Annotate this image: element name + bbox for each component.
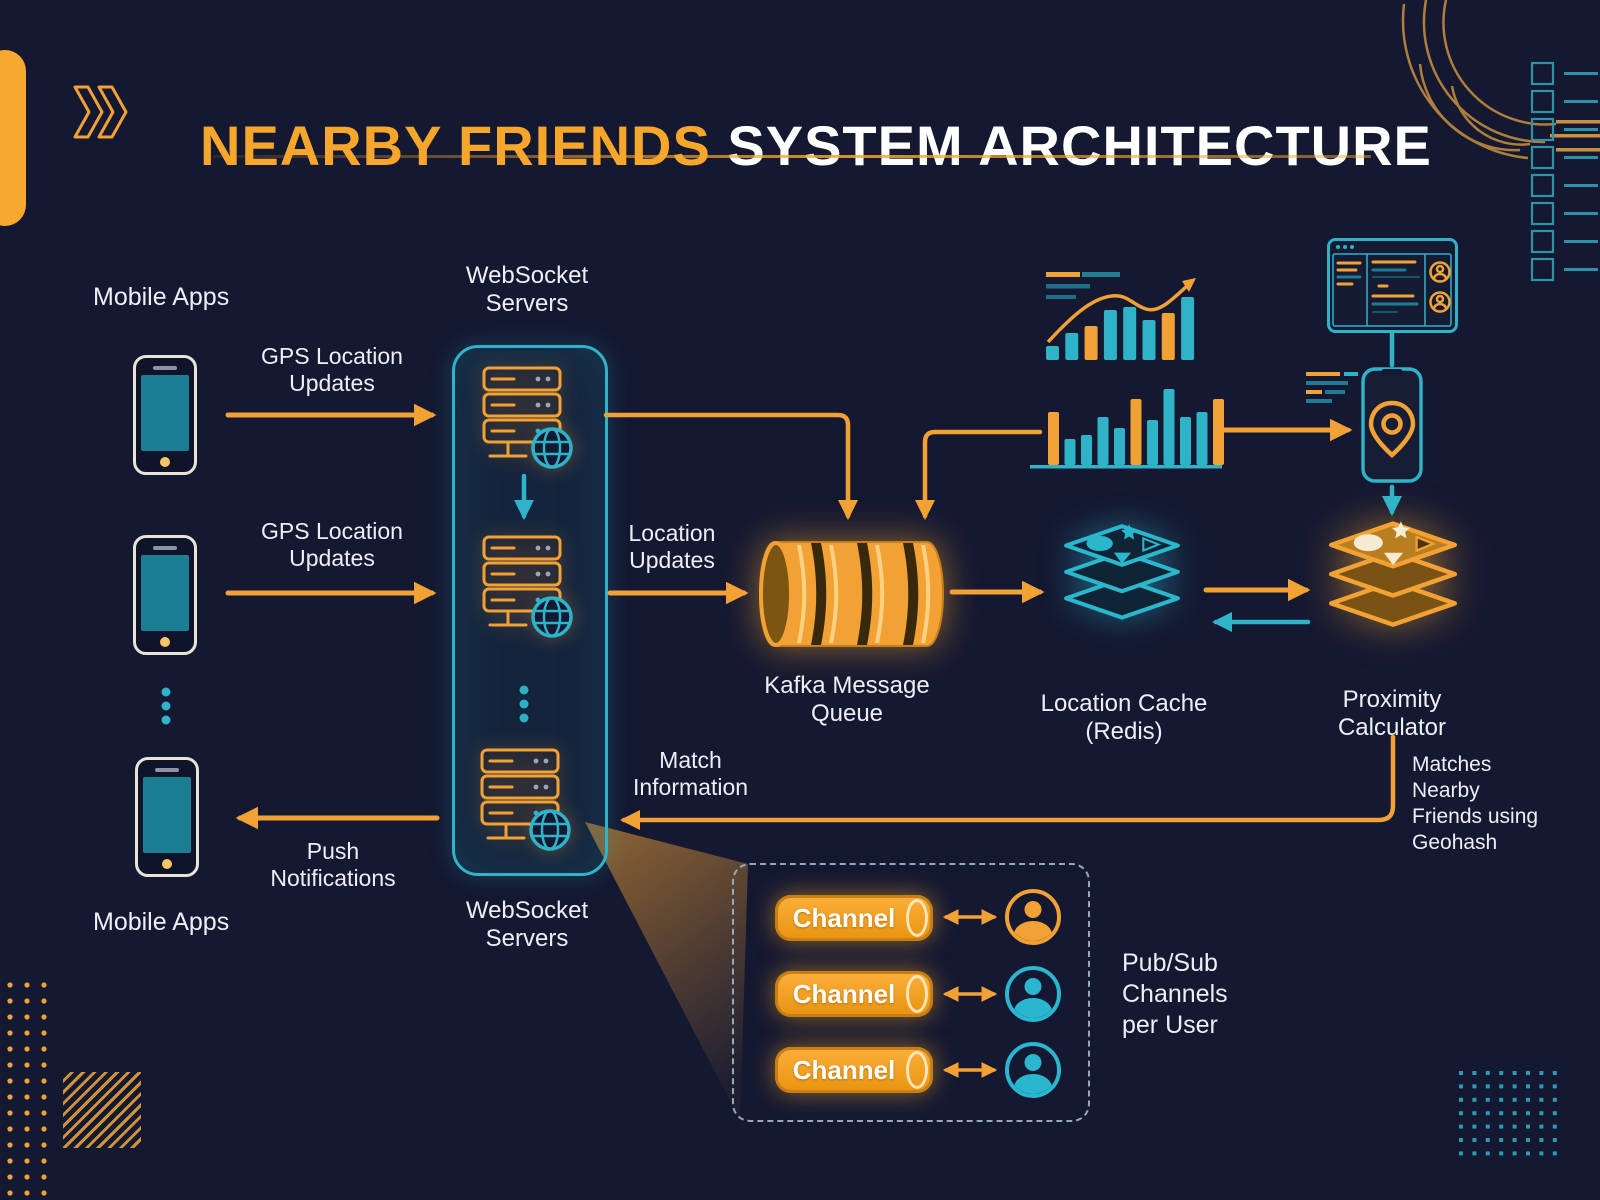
double-chevron-right-icon — [73, 85, 128, 139]
title-rest: SYSTEM ARCHITECTURE — [710, 113, 1432, 177]
avatar-head — [1024, 1054, 1042, 1071]
phone-home-button — [160, 637, 170, 647]
trend-line-icon — [1046, 283, 1190, 344]
redis-stack-icon — [1328, 521, 1458, 627]
phone-location-pin-icon — [1361, 367, 1423, 483]
channel-cylinder: Channel — [775, 971, 933, 1017]
globe-icon — [531, 596, 573, 638]
left-edge-tab — [0, 50, 26, 226]
line-decor — [1550, 120, 1600, 152]
title-highlight: NEARBY FRIENDS — [200, 113, 711, 177]
match-information-label: Match Information — [632, 747, 749, 801]
avatar-torso — [1014, 1074, 1052, 1094]
avatar-head — [1024, 901, 1042, 918]
hatch-decor — [63, 1072, 141, 1148]
websocket-bottom-label: WebSocket Servers — [465, 897, 589, 953]
title-underline — [213, 155, 1371, 158]
arc-decor — [1401, 0, 1557, 160]
phone-screen — [141, 555, 189, 631]
globe-icon — [529, 809, 571, 851]
gps-updates-mid-label: GPS Location Updates — [261, 518, 403, 572]
push-notifications-label: Push Notifications — [270, 838, 396, 892]
channel-cylinder: Channel — [775, 1047, 933, 1093]
friends-list-window-icon — [1327, 238, 1458, 333]
smartphone-icon — [133, 355, 197, 475]
avatar-torso — [1014, 998, 1052, 1018]
phone-line-decor — [1306, 372, 1358, 403]
phone-home-button — [162, 859, 172, 869]
zoom-beam — [585, 822, 748, 1120]
server-rack-icon — [480, 748, 571, 851]
proximity-label: Proximity Calculator — [1337, 686, 1447, 742]
page-title: NEARBY FRIENDS SYSTEM ARCHITECTURE — [200, 113, 1432, 178]
redis-label: Location Cache (Redis) — [1040, 690, 1208, 746]
server-rack-icon — [482, 366, 573, 469]
avatar-head — [1024, 978, 1042, 995]
pubsub-box — [732, 863, 1090, 1122]
user-avatar-icon — [1429, 261, 1451, 313]
phone-speaker — [153, 546, 177, 550]
smartphone-icon — [133, 535, 197, 655]
smartphone-icon — [135, 757, 199, 877]
kafka-label: Kafka Message Queue — [764, 672, 930, 728]
gps-updates-top-label: GPS Location Updates — [261, 343, 403, 397]
message-queue-cylinder-icon — [758, 541, 945, 647]
phone-screen — [141, 375, 189, 451]
phone-screen — [143, 777, 191, 853]
pubsub-label: Pub/Sub Channels per User — [1122, 949, 1228, 1039]
ellipsis-dots — [161, 685, 529, 725]
matches-geohash-label: Matches Nearby Friends using Geohash — [1412, 753, 1539, 854]
mobile-apps-top-label: Mobile Apps — [93, 283, 230, 311]
channel-cylinder: Channel — [775, 895, 933, 941]
phone-home-button — [160, 457, 170, 467]
user-avatar-icon — [1005, 1042, 1061, 1098]
location-updates-label: Location Updates — [628, 520, 716, 574]
globe-icon — [531, 427, 573, 469]
chart-decor — [1030, 272, 1222, 469]
mobile-apps-bottom-label: Mobile Apps — [93, 908, 230, 936]
phone-speaker — [153, 366, 177, 370]
redis-stack-icon — [1064, 524, 1180, 620]
avatar-torso — [1014, 921, 1052, 941]
server-rack-icon — [482, 535, 573, 638]
user-avatar-icon — [1005, 966, 1061, 1022]
phone-speaker — [155, 768, 179, 772]
websocket-top-label: WebSocket Servers — [465, 262, 589, 318]
user-avatar-icon — [1005, 889, 1061, 945]
